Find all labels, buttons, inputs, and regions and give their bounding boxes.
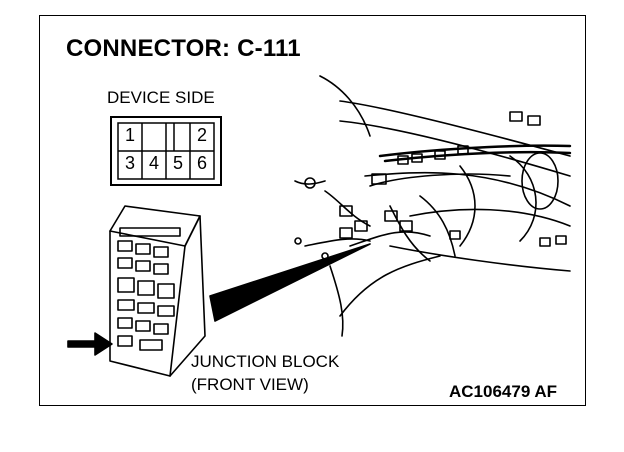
connector-title: CONNECTOR: C-111 (66, 35, 301, 62)
pin-3: 3 (124, 153, 135, 173)
pin-5: 5 (172, 153, 183, 173)
pin-2: 2 (196, 125, 207, 145)
diagram-frame: CONNECTOR: C-111 DEVICE SIDE 1 2 3 4 5 6 (39, 15, 586, 406)
junction-block-label: JUNCTION BLOCK (191, 352, 340, 371)
device-side-label: DEVICE SIDE (107, 88, 215, 107)
connector-outline (110, 116, 222, 186)
pin-4: 4 (148, 153, 159, 173)
figure-code: AC106479 AF (449, 382, 558, 401)
pin-1: 1 (124, 125, 135, 145)
pin-6: 6 (196, 153, 207, 173)
junction-block-view-label: (FRONT VIEW) (191, 375, 309, 394)
connector-face: 1 2 3 4 5 6 (110, 116, 222, 186)
wiring-illustration (67, 75, 572, 377)
